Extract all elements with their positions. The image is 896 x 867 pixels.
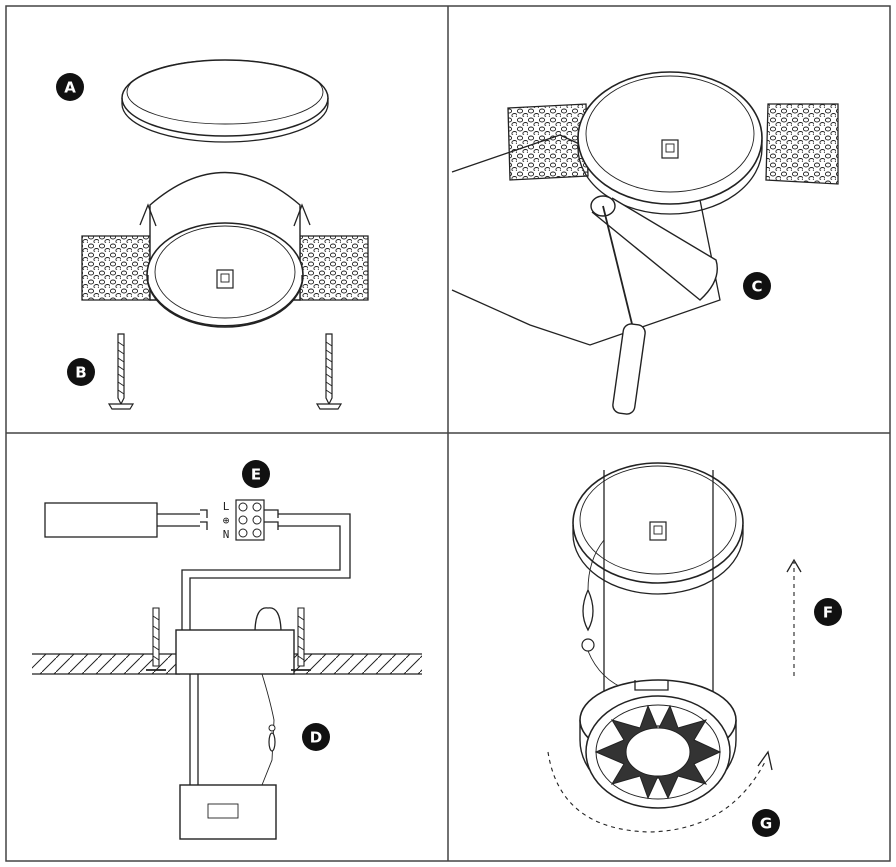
svg-text:F: F bbox=[823, 604, 833, 622]
hanger-clip bbox=[581, 589, 595, 652]
svg-text:E: E bbox=[251, 466, 261, 484]
svg-text:L: L bbox=[223, 500, 230, 513]
svg-text:⊕: ⊕ bbox=[223, 514, 230, 527]
screw-left bbox=[107, 333, 135, 410]
svg-text:B: B bbox=[75, 364, 86, 382]
ceiling-section bbox=[32, 653, 422, 675]
cover-disc bbox=[121, 59, 329, 143]
svg-text:A: A bbox=[64, 79, 76, 97]
terminal-block: L ⊕ N bbox=[223, 499, 265, 541]
step-badge-c: C bbox=[743, 272, 771, 300]
step-badge-a: A bbox=[56, 73, 84, 101]
step-badge-d: D bbox=[302, 723, 330, 751]
step-badge-g: G bbox=[752, 809, 780, 837]
safety-clip bbox=[268, 724, 276, 752]
step-badge-f: F bbox=[814, 598, 842, 626]
led-driver bbox=[44, 502, 158, 538]
recessed-housing bbox=[81, 171, 369, 328]
panel-top-right: C bbox=[451, 71, 839, 415]
svg-text:N: N bbox=[223, 528, 230, 541]
panel-bottom-left: L ⊕ N E bbox=[32, 460, 422, 840]
svg-text:G: G bbox=[760, 815, 772, 833]
step-badge-b: B bbox=[67, 358, 95, 386]
svg-text:D: D bbox=[310, 729, 322, 747]
screw-right bbox=[315, 333, 343, 410]
panel-frames bbox=[5, 5, 891, 862]
lamp-reflector bbox=[579, 679, 737, 809]
panel-top-left: A B bbox=[56, 59, 369, 410]
panel-bottom-right: F G bbox=[547, 462, 842, 837]
lamp-module bbox=[179, 784, 277, 840]
step-badge-e: E bbox=[242, 460, 270, 488]
paint-roller bbox=[590, 195, 718, 415]
svg-text:C: C bbox=[751, 278, 762, 296]
